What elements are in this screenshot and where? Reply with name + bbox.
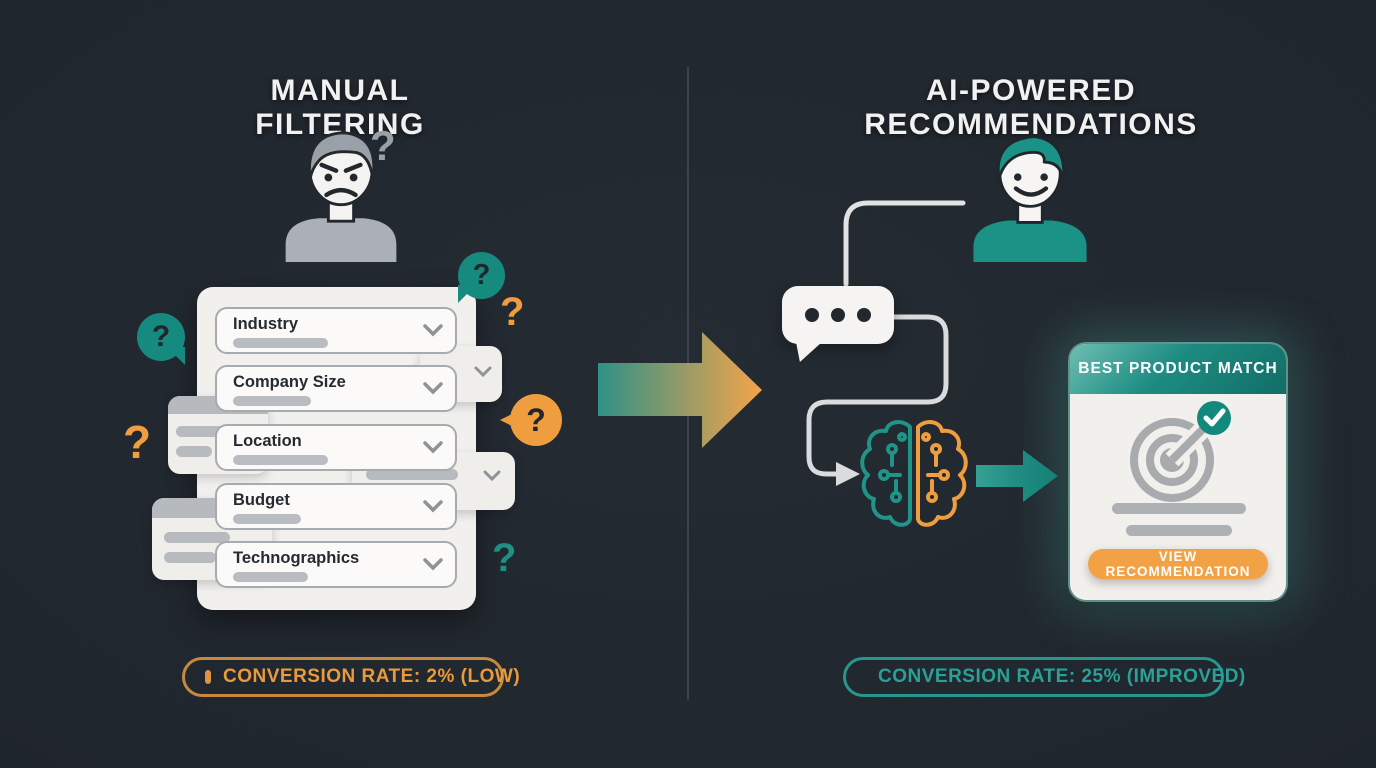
typing-dot [805, 308, 819, 322]
filter-dropdown-budget[interactable]: Budget [215, 483, 457, 530]
filter-dropdown-location[interactable]: Location [215, 424, 457, 471]
chevron-down-icon [474, 366, 492, 378]
frustrated-user-icon [268, 126, 414, 267]
best-product-match-card: BEST PRODUCT MATCH VIEW RECOMMENDATION [1070, 344, 1286, 600]
chevron-down-icon [483, 470, 501, 482]
question-mark-icon: ? [123, 416, 152, 468]
badge-label: CONVERSION RATE: 2% (LOW) [223, 666, 521, 687]
filter-label: Company Size [233, 373, 346, 391]
filter-dropdown-company-size[interactable]: Company Size [215, 365, 457, 412]
value-placeholder-bar [233, 455, 328, 465]
view-recommendation-button[interactable]: VIEW RECOMMENDATION [1088, 549, 1268, 579]
value-placeholder-bar [233, 338, 328, 348]
transition-arrow-icon [598, 332, 762, 448]
question-mark-icon: ? [492, 536, 517, 580]
card-header: BEST PRODUCT MATCH [1070, 344, 1286, 394]
conversion-rate-badge-low: CONVERSION RATE: 2% (LOW) [182, 657, 520, 697]
typing-dot [831, 308, 845, 322]
chevron-down-icon [423, 324, 443, 337]
typing-dot [857, 308, 871, 322]
text-placeholder-bar [1112, 503, 1246, 514]
result-arrow-icon [976, 450, 1058, 502]
question-mark-icon: ? [500, 290, 525, 334]
badge-label: CONVERSION RATE: 25% (IMPROVED) [878, 666, 1246, 687]
value-placeholder-bar [233, 514, 301, 524]
conversion-rate-badge-improved: CONVERSION RATE: 25% (IMPROVED) [843, 657, 1245, 697]
text-placeholder-bar [1126, 525, 1232, 536]
chevron-down-icon [423, 441, 443, 454]
filter-dropdown-industry[interactable]: Industry [215, 307, 457, 354]
ai-brain-icon [860, 420, 968, 527]
value-placeholder-bar [233, 572, 308, 582]
value-placeholder-bar [233, 396, 311, 406]
filter-label: Technographics [233, 549, 360, 567]
filter-label: Location [233, 432, 302, 450]
question-mark-icon: ? [370, 122, 396, 169]
happy-user-icon [955, 130, 1105, 267]
flow-connector-lines [806, 200, 966, 486]
ai-recommendations-title: AI-POWERED RECOMMENDATIONS [864, 74, 1198, 141]
chevron-down-icon [423, 382, 443, 395]
question-bubble-icon: ? [500, 394, 562, 446]
arrowhead-icon [836, 462, 860, 486]
chevron-down-icon [423, 500, 443, 513]
filter-label: Industry [233, 315, 299, 333]
card-header-label: BEST PRODUCT MATCH [1078, 360, 1278, 377]
filter-dropdown-technographics[interactable]: Technographics [215, 541, 457, 588]
chat-bubble-icon [782, 286, 894, 362]
filter-label: Budget [233, 491, 290, 509]
target-checkmark-icon [1130, 401, 1231, 502]
question-bubble-icon: ? [458, 252, 505, 303]
pill-outline-icon [205, 670, 211, 684]
question-bubble-icon: ? [137, 313, 185, 365]
chevron-down-icon [423, 558, 443, 571]
